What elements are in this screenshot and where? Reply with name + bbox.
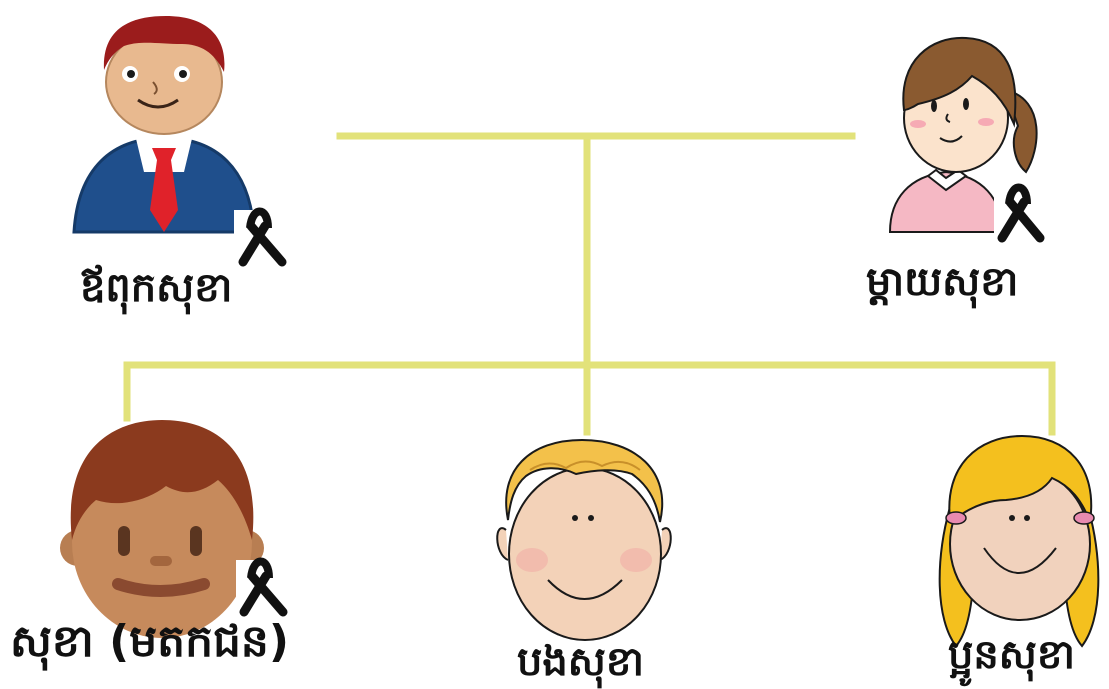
sister-label: ប្អូនសុខា [948,632,1075,678]
father-label: ឪពុកសុខា [80,265,233,311]
self-label: សុខា (មតកជន) [10,616,289,667]
brother-label: បងសុខា [517,639,644,685]
boy-face-avatar [60,420,264,638]
black-ribbon-icon [234,207,287,267]
connector-lines [123,132,1056,436]
blonde-girl-face-avatar [938,434,1100,648]
black-ribbon-icon [994,183,1045,243]
black-ribbon-icon [236,557,288,618]
woman-avatar [888,36,1038,233]
blond-boy-face-avatar [496,438,672,641]
mother-label: ម្ដាយសុខា [866,259,1019,305]
man-in-suit-avatar [72,16,256,234]
